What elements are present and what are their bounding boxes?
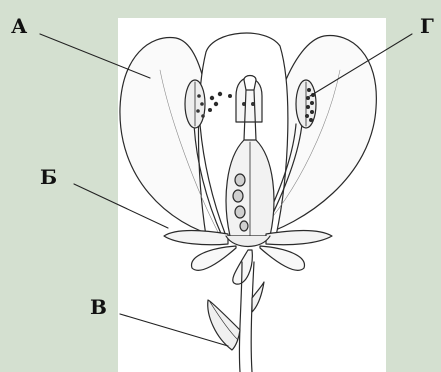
sepal-lower-right bbox=[260, 246, 304, 270]
receptacle bbox=[226, 236, 270, 247]
sepal-left bbox=[164, 231, 228, 245]
label-a: А bbox=[11, 16, 27, 36]
label-b: Б bbox=[40, 167, 57, 187]
anther-left bbox=[185, 80, 205, 128]
stigma bbox=[244, 76, 256, 91]
anther-right bbox=[296, 80, 316, 128]
stem-right-edge bbox=[251, 262, 254, 372]
label-v: В bbox=[90, 297, 107, 317]
stem-leaf bbox=[208, 300, 240, 350]
sepals bbox=[164, 231, 332, 285]
sepal-lower-left bbox=[192, 246, 236, 270]
leader-a bbox=[40, 34, 150, 78]
bract bbox=[252, 282, 264, 312]
sepal-right bbox=[266, 231, 332, 245]
label-g: Г bbox=[420, 16, 434, 36]
